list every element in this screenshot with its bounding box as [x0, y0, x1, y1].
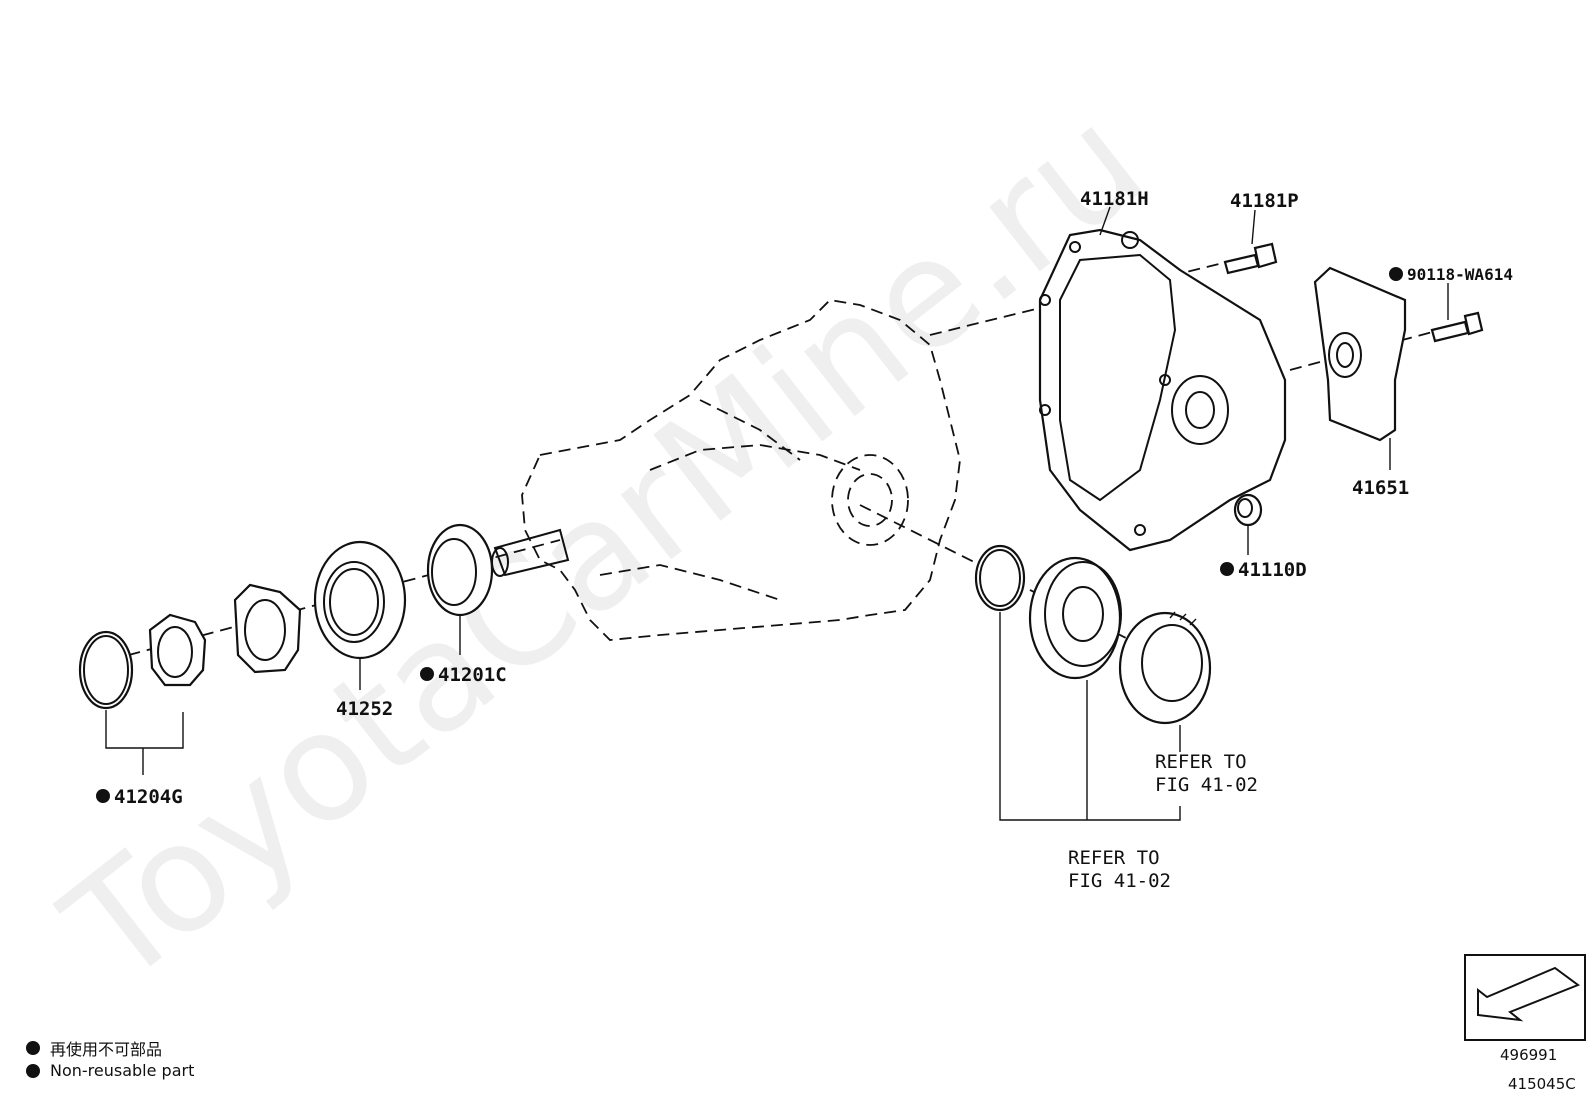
non-reusable-dot-icon: [1220, 562, 1234, 576]
non-reusable-icon: [26, 1063, 40, 1078]
arrow-icon: [1477, 966, 1581, 1022]
label-41204G: 41204G: [114, 786, 183, 808]
legend-jp-text: 再使用不可部品: [50, 1040, 163, 1059]
box-code: 496991: [1500, 1046, 1558, 1064]
bearing-right: [1028, 556, 1122, 680]
label-41201C: 41201C: [438, 664, 507, 686]
label-41181H: 41181H: [1080, 188, 1149, 210]
differential-carrier: [491, 299, 961, 641]
label-41252: 41252: [336, 698, 393, 720]
plug-41110D: [1233, 493, 1263, 527]
non-reusable-dot-icon: [96, 789, 110, 803]
non-reusable-dot-icon: [420, 667, 434, 681]
cover-41651: [1313, 266, 1407, 442]
legend-en: Non-reusable part: [26, 1061, 194, 1080]
ring-left: [78, 630, 134, 710]
rear-cover-41181H: [1038, 228, 1287, 552]
refer-right-line1: REFER TO: [1155, 751, 1247, 773]
refer-bottom-line1: REFER TO: [1068, 847, 1160, 869]
label-41110D: 41110D: [1238, 559, 1307, 581]
side-gear-nut-right: [1118, 611, 1212, 725]
direction-box: [1464, 954, 1586, 1041]
label-90118-WA614: 90118-WA614: [1407, 265, 1513, 284]
bolt-41181P: [1223, 242, 1278, 275]
companion-flange: [233, 583, 302, 674]
legend-jp: 再使用不可部品: [26, 1036, 162, 1060]
non-reusable-dot-icon: [1389, 267, 1403, 281]
label-41181P: 41181P: [1230, 190, 1299, 212]
legend-en-text: Non-reusable part: [50, 1061, 195, 1080]
non-reusable-icon: [26, 1041, 40, 1055]
nut-left: [148, 613, 207, 687]
refer-right-line2: FIG 41-02: [1155, 774, 1258, 796]
oil-seal-41252: [313, 540, 407, 660]
snap-ring-right: [974, 544, 1026, 612]
bolt-90118-WA614: [1430, 311, 1484, 343]
refer-bottom-line2: FIG 41-02: [1068, 870, 1171, 892]
figure-code: 415045C: [1508, 1075, 1576, 1093]
label-41651: 41651: [1352, 477, 1409, 499]
oil-seal-41201C: [426, 523, 494, 617]
leader-lines: [105, 206, 1449, 821]
